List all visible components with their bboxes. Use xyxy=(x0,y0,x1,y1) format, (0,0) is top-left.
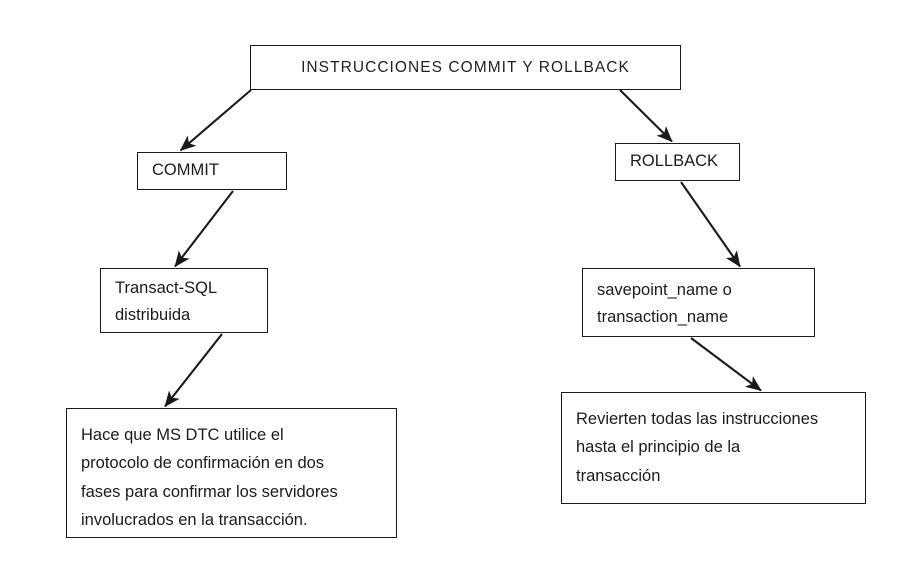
node-commit-description-line-3: fases para confirmar los servidores xyxy=(81,482,338,501)
node-rollback-detail-line-2: transaction_name xyxy=(597,307,729,326)
connector-commit-detail-to-description xyxy=(164,333,223,408)
node-commit-detail-line-1: Transact-SQL xyxy=(115,278,218,297)
node-rollback-detail[interactable]: savepoint_name o transaction_name xyxy=(582,268,815,337)
node-commit-description-line-2: protocolo de confirmación en dos xyxy=(81,454,325,473)
node-commit-detail[interactable]: Transact-SQL distribuida xyxy=(100,268,268,333)
node-commit-description[interactable]: Hace que MS DTC utilice el protocolo de … xyxy=(66,408,397,538)
node-rollback-description[interactable]: Revierten todas las instrucciones hasta … xyxy=(561,392,866,504)
node-commit-description-line-1: Hace que MS DTC utilice el xyxy=(81,426,284,444)
connector-commit-to-detail xyxy=(174,190,234,268)
node-rollback-description-line-3: transacción xyxy=(576,466,661,485)
node-rollback[interactable]: ROLLBACK xyxy=(615,143,740,181)
node-root-label: INSTRUCCIONES COMMIT Y ROLLBACK xyxy=(301,58,630,76)
node-root[interactable]: INSTRUCCIONES COMMIT Y ROLLBACK xyxy=(250,45,681,90)
node-rollback-label: ROLLBACK xyxy=(630,152,719,171)
connector-root-to-rollback xyxy=(619,89,673,143)
node-rollback-detail-line-1: savepoint_name o xyxy=(597,280,732,299)
node-commit-label: COMMIT xyxy=(152,161,219,180)
connector-rollback-detail-to-description xyxy=(690,337,762,392)
node-rollback-description-line-1: Revierten todas las instrucciones xyxy=(576,410,819,428)
node-commit[interactable]: COMMIT xyxy=(137,152,287,190)
connector-root-to-commit xyxy=(179,89,252,152)
node-commit-detail-line-2: distribuida xyxy=(115,305,191,324)
node-rollback-description-line-2: hasta el principio de la xyxy=(576,438,741,457)
connector-rollback-to-detail xyxy=(680,181,741,268)
node-commit-description-line-4: involucrados en la transacción. xyxy=(81,511,308,530)
